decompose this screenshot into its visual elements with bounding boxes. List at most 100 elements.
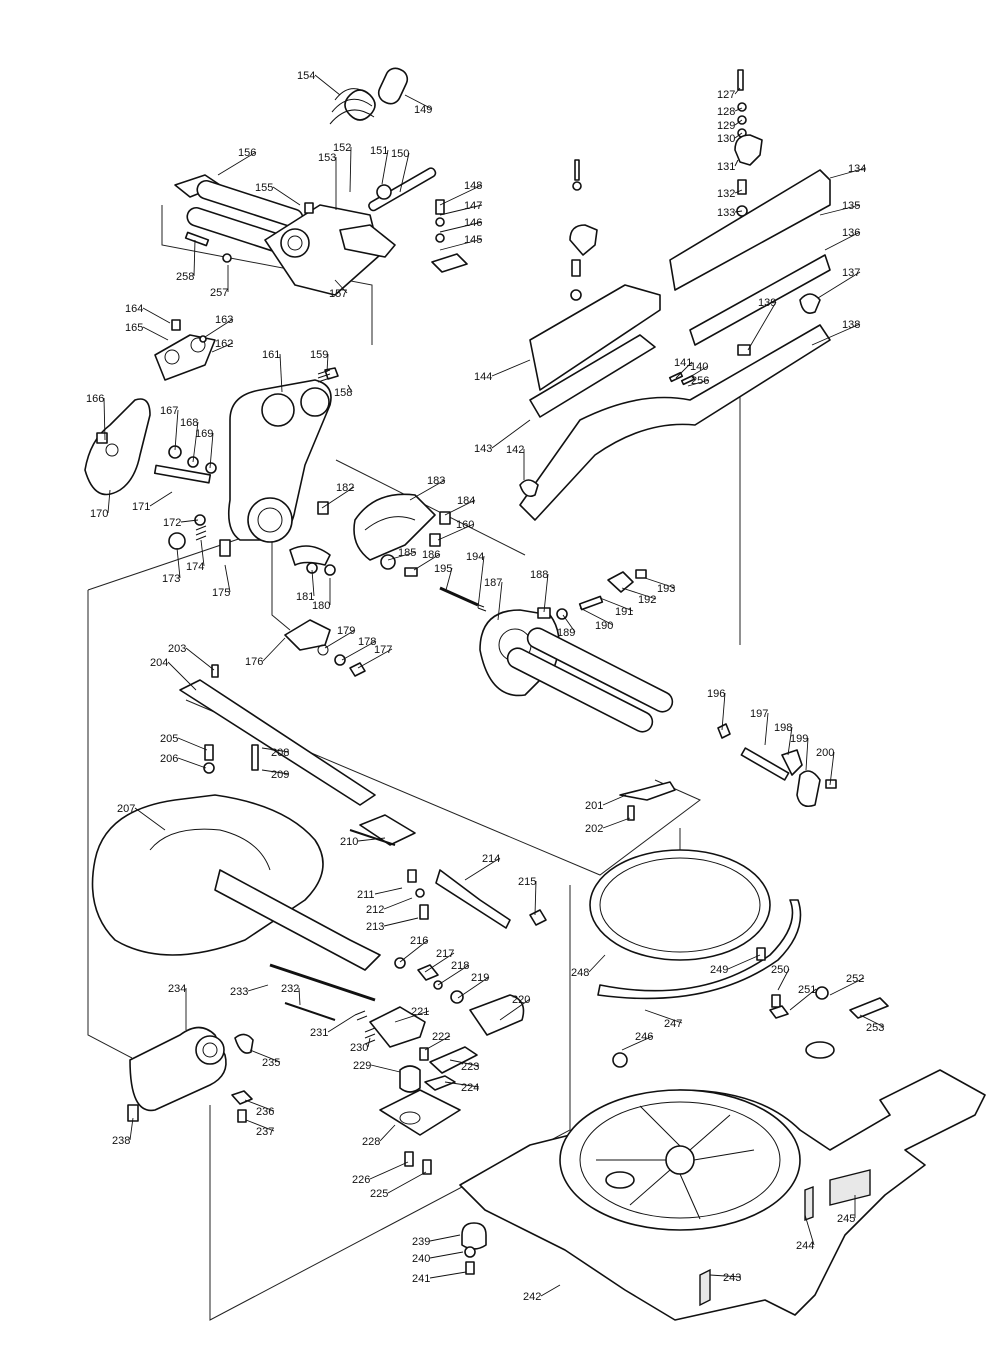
part-number-label: 200 (816, 747, 834, 759)
part-number-label: 248 (571, 967, 589, 979)
callout-184: 184 (444, 495, 475, 516)
part-number-label: 208 (271, 747, 289, 759)
callout-leader-line (134, 807, 166, 831)
callout-leader-line (829, 751, 835, 786)
callout-leader-line (457, 976, 490, 999)
callout-147: 147 (439, 200, 482, 216)
callout-207: 207 (117, 803, 166, 831)
callout-198: 198 (774, 722, 793, 756)
callout-189: 189 (557, 614, 576, 639)
part-number-label: 184 (457, 495, 475, 507)
callout-leader-line (734, 210, 743, 213)
callout-150: 150 (391, 148, 410, 193)
part-number-label: 144 (474, 371, 492, 383)
part-number-label: 203 (168, 643, 186, 655)
callout-223: 223 (449, 1059, 480, 1073)
callout-leader-line (621, 587, 657, 600)
part-number-label: 151 (370, 145, 388, 157)
part-number-label: 192 (638, 594, 656, 606)
callout-217: 217 (424, 948, 454, 973)
part-number-label: 131 (717, 161, 735, 173)
part-number-label: 222 (432, 1031, 450, 1043)
callout-181: 181 (296, 569, 315, 603)
callout-164: 164 (125, 303, 171, 324)
part-number-label: 252 (846, 973, 864, 985)
callout-194: 194 (466, 551, 485, 609)
callout-leader-line (621, 1035, 654, 1051)
callout-250: 250 (771, 964, 790, 991)
callout-leader-line (341, 640, 377, 661)
callout-174: 174 (186, 539, 205, 573)
callout-143: 143 (474, 419, 531, 455)
callout-149: 149 (404, 94, 433, 116)
callout-193: 193 (644, 577, 676, 595)
part-number-label: 238 (112, 1135, 130, 1147)
callout-206: 206 (160, 753, 207, 769)
callout-252: 252 (829, 973, 864, 996)
callout-257: 257 (210, 265, 229, 299)
callout-leader-line (167, 661, 197, 691)
callout-leader-line (369, 1161, 409, 1180)
part-number-label: 244 (796, 1240, 814, 1252)
callout-239: 239 (412, 1234, 461, 1248)
part-number-label: 237 (256, 1126, 274, 1138)
callout-253: 253 (859, 1014, 885, 1034)
callout-leader-line (211, 342, 234, 353)
callout-leader-line (404, 94, 433, 110)
part-number-label: 174 (186, 561, 204, 573)
callout-195: 195 (434, 563, 453, 591)
part-number-label: 217 (436, 948, 454, 960)
part-number-label: 202 (585, 823, 603, 835)
callout-190: 190 (579, 607, 614, 632)
callout-145: 145 (439, 234, 482, 251)
part-number-label: 193 (657, 583, 675, 595)
callout-leader-line (272, 186, 301, 206)
callout-218: 218 (437, 960, 469, 986)
callout-leader-line (180, 519, 199, 523)
part-number-label: 258 (176, 271, 194, 283)
part-number-label: 149 (414, 104, 432, 116)
callout-214: 214 (464, 853, 501, 881)
callout-141: 141 (674, 357, 692, 379)
callout-leader-line (540, 1284, 561, 1297)
callout-leader-line (449, 1059, 480, 1067)
callout-leader-line (244, 1099, 275, 1112)
callout-leader-line (747, 301, 777, 351)
callout-leader-line (347, 384, 353, 393)
callout-135: 135 (819, 200, 860, 216)
callout-leader-line (464, 857, 501, 881)
callout-leader-line (787, 726, 793, 756)
callout-142: 142 (506, 444, 525, 480)
callout-leader-line (224, 564, 231, 593)
part-number-label: 132 (717, 188, 735, 200)
callout-129: 129 (717, 119, 743, 132)
callout-leader-line (859, 1014, 885, 1028)
part-number-label: 154 (297, 70, 315, 82)
callout-leader-line (644, 577, 676, 589)
callout-leader-line (327, 1014, 356, 1033)
callout-leader-line (588, 954, 606, 973)
callout-leader-line (811, 323, 861, 346)
part-number-label: 145 (464, 234, 482, 246)
part-number-label: 169 (195, 428, 213, 440)
part-number-label: 241 (412, 1273, 430, 1285)
callout-162: 162 (211, 338, 234, 353)
callout-leader-line (394, 1010, 430, 1023)
callout-251: 251 (789, 984, 816, 1011)
callout-leader-line (579, 607, 614, 626)
callout-219: 219 (457, 972, 490, 999)
part-number-label: 161 (262, 349, 280, 361)
callout-leader-line (298, 987, 301, 1006)
callout-256: 256 (687, 375, 709, 387)
part-number-label: 134 (848, 163, 866, 175)
part-number-label: 173 (162, 573, 180, 585)
part-number-label: 226 (352, 1174, 370, 1186)
part-number-label: 228 (362, 1136, 380, 1148)
callout-leader-line (599, 597, 634, 612)
callout-leader-line (185, 647, 215, 671)
callout-128: 128 (717, 106, 743, 118)
callout-237: 237 (245, 1119, 274, 1138)
callout-leader-line (477, 555, 485, 609)
callout-140: 140 (689, 361, 708, 378)
callout-leader-line (602, 794, 627, 806)
